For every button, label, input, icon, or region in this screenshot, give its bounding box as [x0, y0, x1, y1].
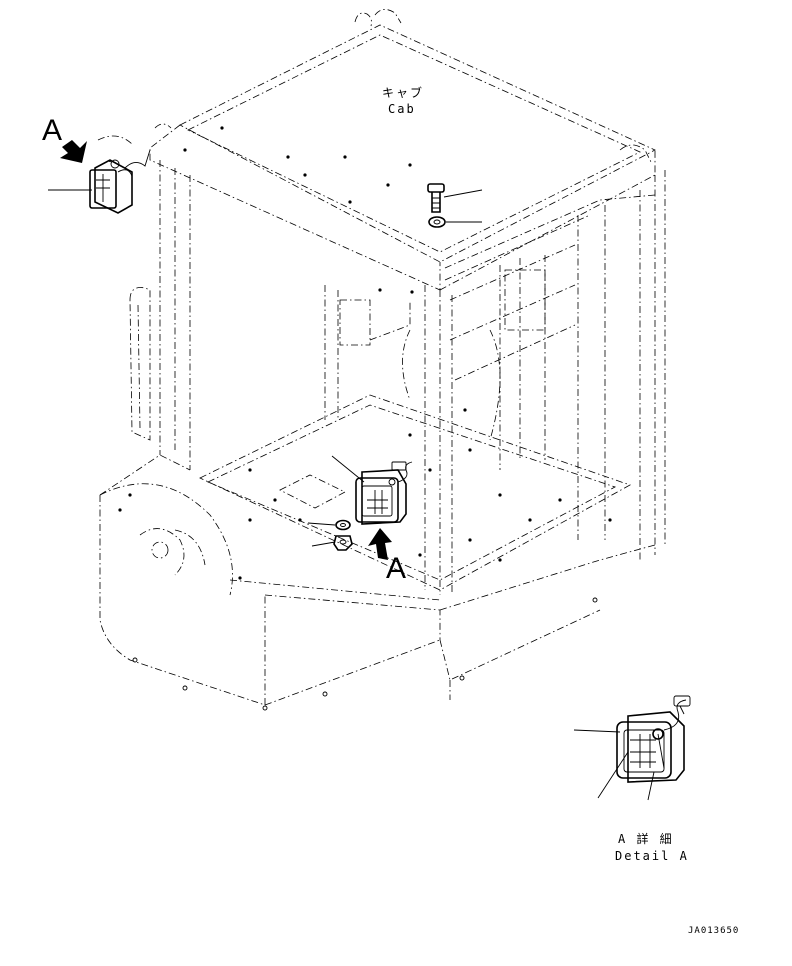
detail-label-jp: A 詳 細 — [618, 831, 674, 846]
floor-washer — [335, 519, 351, 531]
leader-line — [443, 189, 483, 198]
leader-line — [597, 751, 629, 799]
view-marker-a-top: A — [42, 114, 62, 147]
washer — [428, 216, 446, 228]
work-lamp-roof — [89, 135, 151, 214]
mounting-holes — [118, 126, 612, 580]
view-arrow-top — [60, 140, 87, 163]
leader-line — [331, 455, 365, 483]
cab-frame — [99, 9, 666, 711]
leader-line — [311, 541, 336, 547]
leader-line — [647, 771, 655, 801]
detail-a-lamp — [616, 695, 691, 783]
floor-nut — [333, 535, 353, 551]
leader-line — [573, 729, 621, 733]
work-lamp-floor — [355, 461, 413, 525]
drawing-code: JA013650 — [688, 926, 739, 936]
cab-label-en: Cab — [388, 102, 416, 116]
view-arrow-bottom — [368, 528, 392, 560]
cab-label-jp: キャブ — [382, 85, 424, 100]
bolt — [427, 183, 445, 213]
leader-line — [307, 522, 336, 526]
view-marker-a-bottom: A — [386, 552, 406, 585]
detail-label-en: Detail A — [615, 849, 689, 863]
